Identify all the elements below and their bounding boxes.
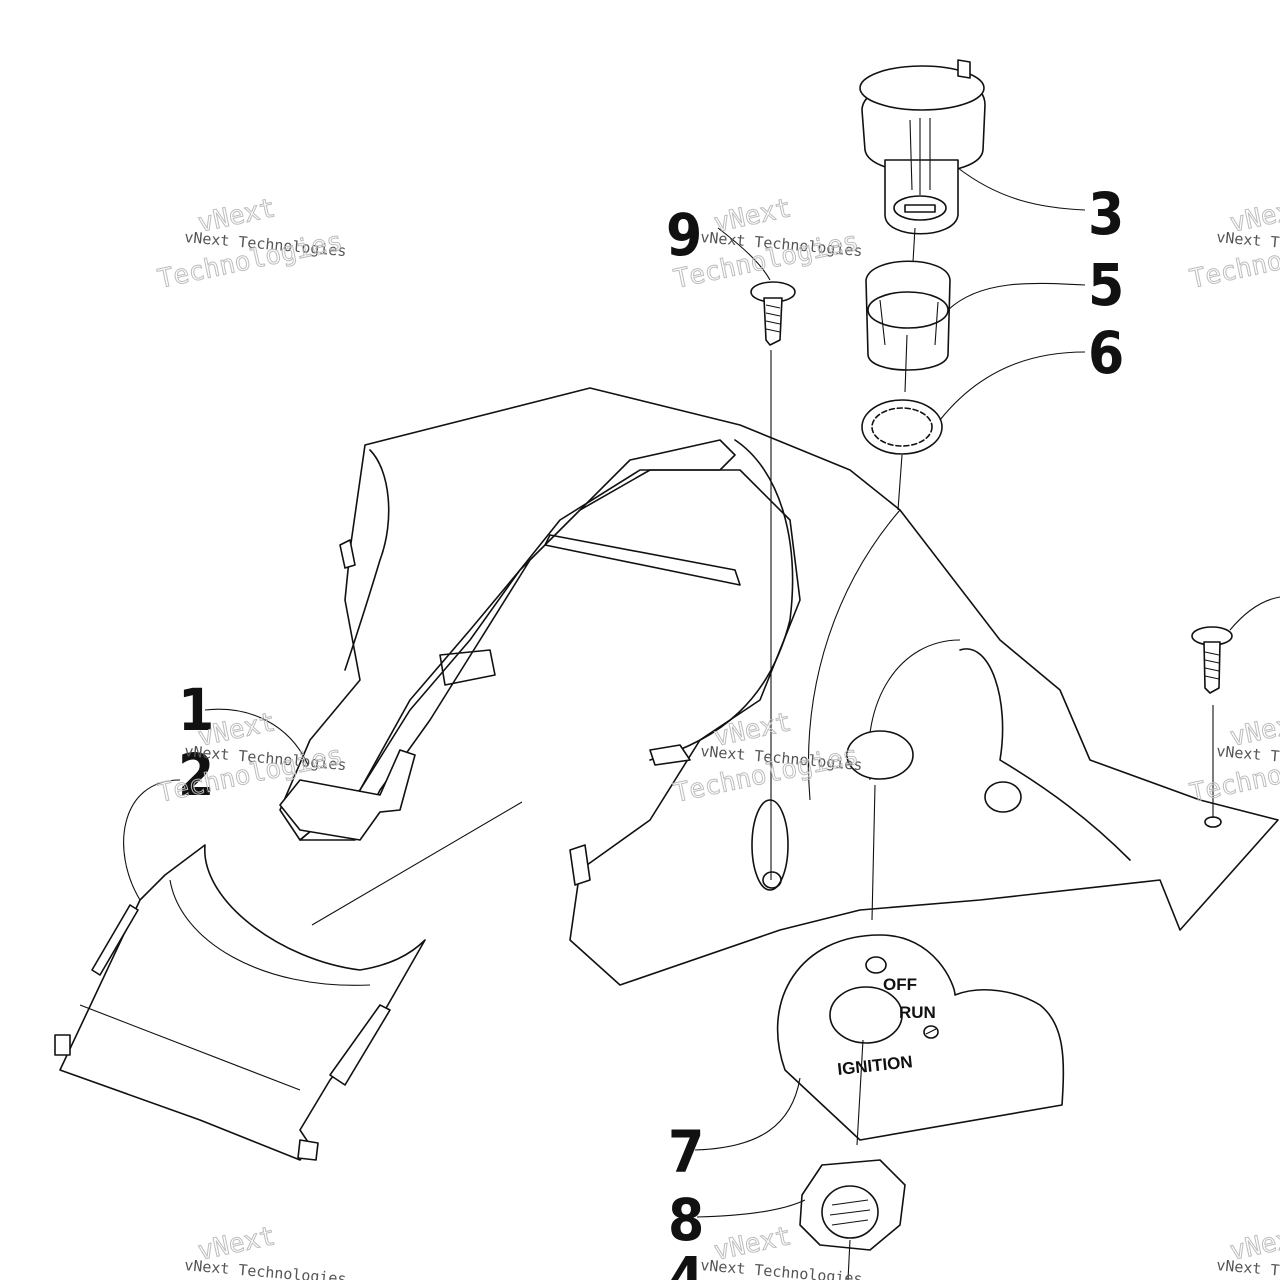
- axis-line-nut: [856, 1039, 864, 1146]
- watermark-small: vNext Technologies: [184, 1256, 348, 1280]
- part-9-leader: [717, 227, 771, 281]
- watermark-7: vNext vNext Technologies: [184, 1221, 348, 1280]
- part-8-leader: [696, 1199, 806, 1218]
- callout-5: 5: [1088, 251, 1124, 319]
- right-screw-leader: [1229, 596, 1280, 631]
- callout-2: 2: [178, 741, 214, 809]
- part-3-ignition-switch: [859, 59, 986, 235]
- watermark-6: vNext vNext Technologies Technologies: [1187, 707, 1280, 810]
- part-6-lock-washer: [861, 399, 943, 455]
- axis-line-top: [912, 227, 916, 263]
- callout-1: 1: [178, 676, 214, 744]
- part-3-leader: [957, 167, 1086, 211]
- part-7-ignition-plate: OFF RUN IGNITION: [776, 934, 1065, 1141]
- callout-3: 3: [1088, 180, 1124, 248]
- part-1-leader: [204, 708, 309, 766]
- callout-6: 6: [1088, 319, 1124, 387]
- console-housing: [279, 387, 1279, 986]
- label-run: RUN: [899, 1003, 936, 1022]
- part-6-leader: [939, 351, 1086, 421]
- part-5-bushing: [865, 260, 951, 371]
- part-2-leader: [123, 779, 181, 901]
- axis-line-plate: [871, 784, 876, 921]
- part-4-leader: [847, 1239, 851, 1280]
- part-5-leader: [947, 282, 1086, 311]
- label-off: OFF: [883, 975, 917, 994]
- callout-4: 4: [668, 1244, 704, 1280]
- axis-line-mid: [904, 334, 908, 393]
- callout-8: 8: [668, 1186, 704, 1254]
- part-1-cover: [279, 749, 416, 841]
- watermark-small: vNext Technologies: [1216, 1256, 1280, 1280]
- part-2-cover: [54, 844, 426, 1161]
- part-2-leader-line: [311, 801, 523, 926]
- part-8-nut: [799, 1159, 906, 1251]
- part-7-leader: [694, 1077, 801, 1151]
- watermark-1: vNext vNext Technologies Technologies: [155, 193, 347, 296]
- callout-9: 9: [666, 201, 702, 269]
- right-screw: [1191, 626, 1233, 694]
- part-9-screw: [750, 281, 796, 346]
- axis-line-lower: [897, 454, 903, 511]
- watermark-small: vNext Technologies: [700, 1256, 864, 1280]
- watermark-9: vNext vNext Technologies: [1216, 1221, 1280, 1280]
- callout-7: 7: [668, 1118, 704, 1186]
- watermark-3: vNext vNext Technologies Technologies: [1187, 193, 1280, 296]
